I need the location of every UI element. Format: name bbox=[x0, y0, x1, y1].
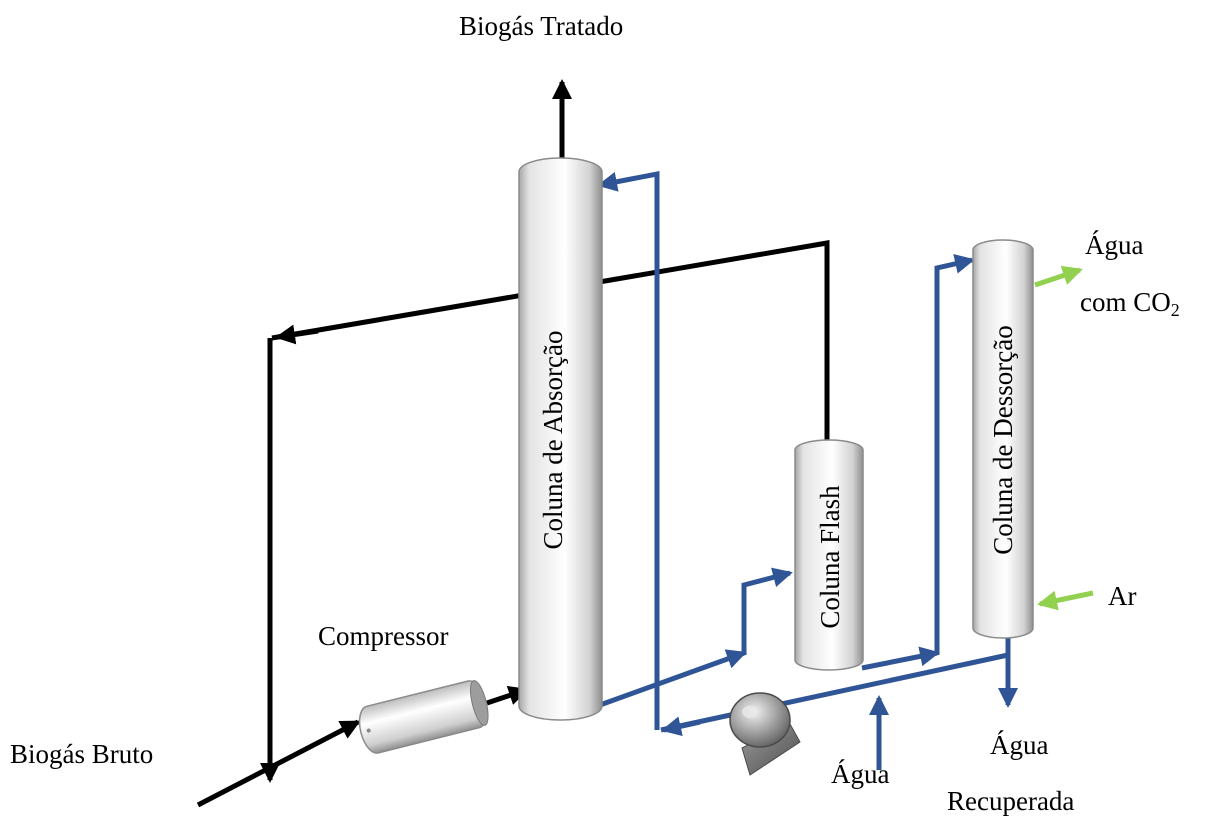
recirculation-line bbox=[660, 652, 1009, 733]
raw-biogas-label: Biogás Bruto bbox=[10, 739, 153, 769]
co2-water-label-line1: Água bbox=[1085, 230, 1143, 260]
compressor bbox=[358, 680, 489, 754]
flash-gas-recycle-line bbox=[271, 240, 830, 448]
co2-water-label-line2: com CO2 bbox=[1080, 287, 1180, 320]
water-lines bbox=[597, 170, 1018, 770]
compressor-label: Compressor bbox=[318, 621, 449, 651]
gas-lines bbox=[196, 79, 830, 808]
recovered-water-label-line2: Recuperada bbox=[947, 786, 1074, 816]
air-label: Ar bbox=[1108, 581, 1137, 611]
flash-feed-line bbox=[741, 567, 793, 655]
co2-water-label-subscript: 2 bbox=[1171, 300, 1180, 320]
air-lines bbox=[1034, 265, 1094, 611]
co2-water-outlet-arrow bbox=[1034, 265, 1083, 288]
recirculation-arrow bbox=[661, 716, 701, 737]
recovered-water-label-line1: Água bbox=[990, 730, 1048, 760]
desorption-column: Coluna de Dessorção bbox=[972, 239, 1034, 639]
flash-column-label: Coluna Flash bbox=[815, 485, 845, 629]
absorption-column: Coluna de Absorção bbox=[518, 157, 603, 721]
desorption-feed-line bbox=[934, 254, 975, 655]
air-inlet-arrow bbox=[1037, 590, 1094, 611]
flash-gas-recycle-arrow bbox=[275, 324, 319, 345]
flash-to-desorption-line bbox=[861, 646, 940, 671]
desorption-column-label: Coluna de Dessorção bbox=[988, 325, 1018, 554]
absorption-column-label: Coluna de Absorção bbox=[538, 331, 568, 550]
absorption-to-flash-line bbox=[599, 649, 747, 708]
water-in-label: Água bbox=[831, 759, 889, 789]
treated-biogas-label: Biogás Tratado bbox=[459, 11, 623, 41]
recirculation-riser-line bbox=[597, 170, 660, 730]
co2-water-label-prefix: com CO bbox=[1080, 287, 1171, 317]
pump-icon bbox=[729, 692, 801, 776]
raw-biogas-line bbox=[196, 719, 361, 808]
flash-column: Coluna Flash bbox=[794, 439, 864, 671]
